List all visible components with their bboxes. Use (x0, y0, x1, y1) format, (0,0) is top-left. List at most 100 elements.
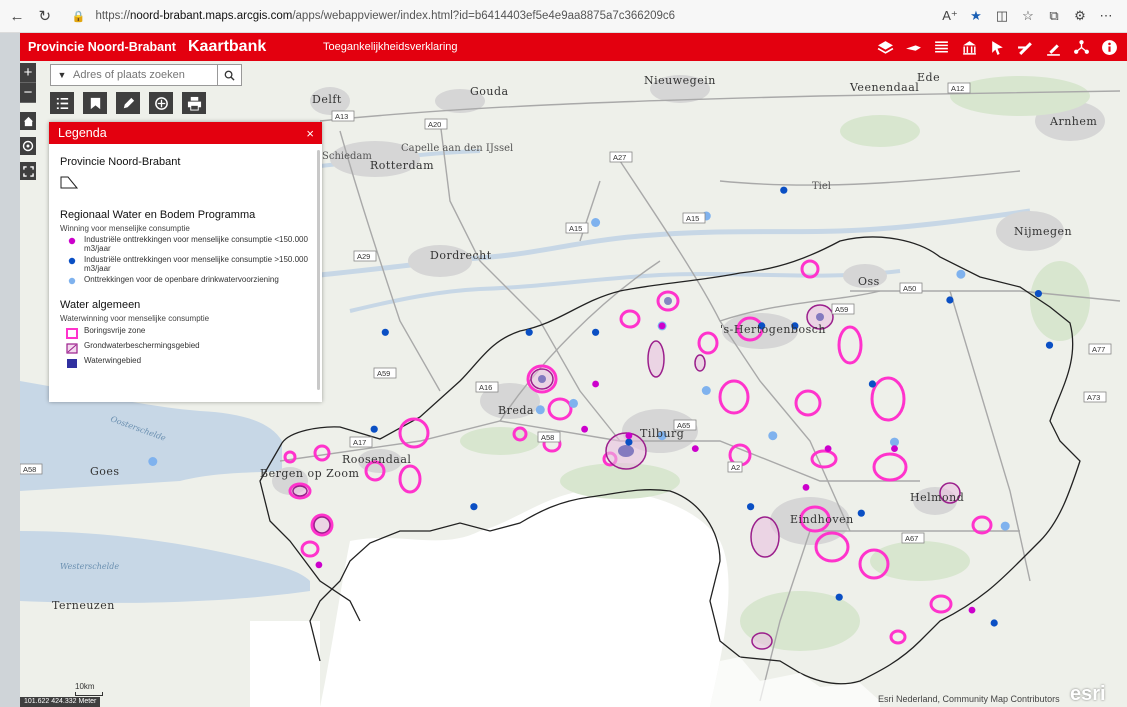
svg-text:A20: A20 (428, 120, 441, 129)
industrial-small-well[interactable] (824, 445, 832, 452)
svg-text:A17: A17 (353, 438, 366, 447)
legend-item-label: Grondwaterbeschermingsgebied (84, 341, 200, 350)
industrial-large-well[interactable] (747, 503, 755, 511)
favorites-icon[interactable]: ☆ (1022, 8, 1034, 23)
swipe-icon[interactable] (1039, 36, 1067, 58)
legend-item: Industriële onttrekkingen voor menselijk… (60, 255, 311, 273)
accessibility-link[interactable]: Toegankelijkheidsverklaring (323, 41, 458, 53)
drinking-water-well[interactable] (890, 437, 899, 447)
shield-a20: A20 (424, 118, 448, 130)
industrial-large-well[interactable] (990, 619, 998, 627)
industrial-small-well[interactable] (968, 606, 976, 614)
industrial-large-well[interactable] (758, 322, 766, 330)
drinking-water-well[interactable] (657, 431, 667, 441)
industrial-small-well[interactable] (315, 561, 323, 569)
industrial-large-well[interactable] (835, 593, 843, 601)
select-icon[interactable] (983, 36, 1011, 58)
bookmark-widget-button[interactable] (83, 92, 107, 114)
share-icon[interactable] (1067, 36, 1095, 58)
label-rotterdam: Rotterdam (370, 159, 434, 172)
legend-group-title: Regionaal Water en Bodem Programma (60, 209, 256, 221)
svg-text:A15: A15 (569, 224, 582, 233)
collections-icon[interactable]: ⧉ (1049, 8, 1059, 23)
edit-widget-button[interactable] (116, 92, 140, 114)
legend-group-subtitle: Winning voor menselijke consumptie (60, 224, 190, 233)
river-maas (349, 269, 901, 313)
print-widget-button[interactable] (182, 92, 206, 114)
drinking-water-well[interactable] (591, 218, 601, 227)
legend-item-label: Onttrekkingen voor de openbare drinkwate… (84, 275, 279, 284)
shield-a58: A58 (537, 431, 561, 443)
back-icon[interactable]: ← (9, 7, 25, 25)
industrial-large-well[interactable] (381, 328, 389, 336)
legend-group-title: Water algemeen (60, 299, 141, 311)
filter-widget-button[interactable] (149, 92, 173, 114)
locate-button[interactable] (20, 137, 36, 155)
favorite-star-icon[interactable]: ★ (970, 8, 982, 23)
drinking-water-well[interactable] (569, 398, 578, 408)
industrial-large-well[interactable] (946, 296, 954, 304)
drinking-water-well[interactable] (1000, 521, 1010, 531)
industrial-small-well[interactable] (802, 484, 810, 491)
industrial-large-well[interactable] (592, 328, 600, 336)
building-icon[interactable] (955, 36, 983, 58)
draw-icon[interactable] (1011, 36, 1039, 58)
industrial-large-well[interactable] (791, 322, 799, 330)
industrial-large-well[interactable] (857, 509, 865, 517)
close-icon[interactable]: × (306, 125, 314, 141)
legend-list-icon (56, 97, 68, 109)
measure-icon[interactable] (899, 36, 927, 58)
industrial-large-well[interactable] (868, 380, 877, 388)
drinking-water-well[interactable] (768, 431, 778, 441)
basemap-gallery-icon[interactable] (927, 36, 955, 58)
locate-icon (22, 140, 34, 152)
fullscreen-icon (22, 165, 34, 177)
scale-bar: 10km (75, 682, 103, 696)
industrial-large-well[interactable] (470, 503, 478, 511)
drinking-water-well[interactable] (956, 269, 966, 279)
industrial-small-well[interactable] (658, 322, 666, 330)
label-terneuzen: Terneuzen (52, 599, 115, 612)
about-icon[interactable] (1095, 36, 1123, 58)
more-icon[interactable]: ⋯ (1099, 8, 1113, 23)
industrial-small-well[interactable] (625, 432, 633, 440)
reload-icon[interactable]: ↻ (38, 8, 52, 25)
industrial-small-well[interactable] (581, 425, 588, 433)
url-host: noord-brabant.maps.arcgis.com (129, 10, 293, 22)
industrial-small-well[interactable] (592, 380, 599, 388)
search-box: ▼ (50, 64, 242, 86)
industrial-large-well[interactable] (1034, 290, 1042, 298)
legend-scrollbar[interactable] (317, 150, 320, 390)
industrial-small-well[interactable] (691, 445, 699, 452)
search-button[interactable] (217, 65, 241, 85)
zoom-out-button[interactable]: − (20, 83, 36, 103)
drinking-water-well[interactable] (701, 386, 711, 395)
search-source-dropdown[interactable]: ▼ (57, 70, 67, 80)
app-title: Kaartbank (188, 38, 267, 55)
svg-text:A29: A29 (357, 252, 370, 261)
address-bar[interactable]: 🔒 https://noord-brabant.maps.arcgis.com/… (72, 4, 937, 28)
search-icon (224, 70, 235, 81)
industrial-small-well[interactable] (891, 445, 898, 452)
drinking-water-well[interactable] (535, 405, 545, 415)
industrial-large-well[interactable] (625, 438, 633, 446)
read-aloud-icon[interactable]: A⁺ (942, 8, 958, 23)
extensions-icon[interactable]: ⚙ (1074, 8, 1086, 23)
search-input[interactable] (73, 66, 217, 84)
fullscreen-button[interactable] (20, 162, 36, 180)
legend-item: Industriële onttrekkingen voor menselijk… (60, 235, 311, 253)
legend-widget-button[interactable] (50, 92, 74, 114)
zoom-in-button[interactable]: + (20, 63, 36, 83)
label-delft: Delft (312, 93, 342, 106)
layers-icon[interactable] (871, 36, 899, 58)
home-button[interactable] (20, 112, 36, 130)
drinking-water-well[interactable] (148, 457, 158, 466)
industrial-large-well[interactable] (780, 186, 788, 194)
industrial-large-well[interactable] (370, 425, 378, 433)
split-screen-icon[interactable]: ◫ (995, 8, 1009, 23)
svg-text:A15: A15 (686, 214, 699, 223)
shield-a59b: A59 (373, 367, 397, 379)
industrial-large-well[interactable] (525, 328, 533, 336)
pink-outline-square-icon (66, 328, 78, 339)
industrial-large-well[interactable] (1045, 341, 1054, 349)
